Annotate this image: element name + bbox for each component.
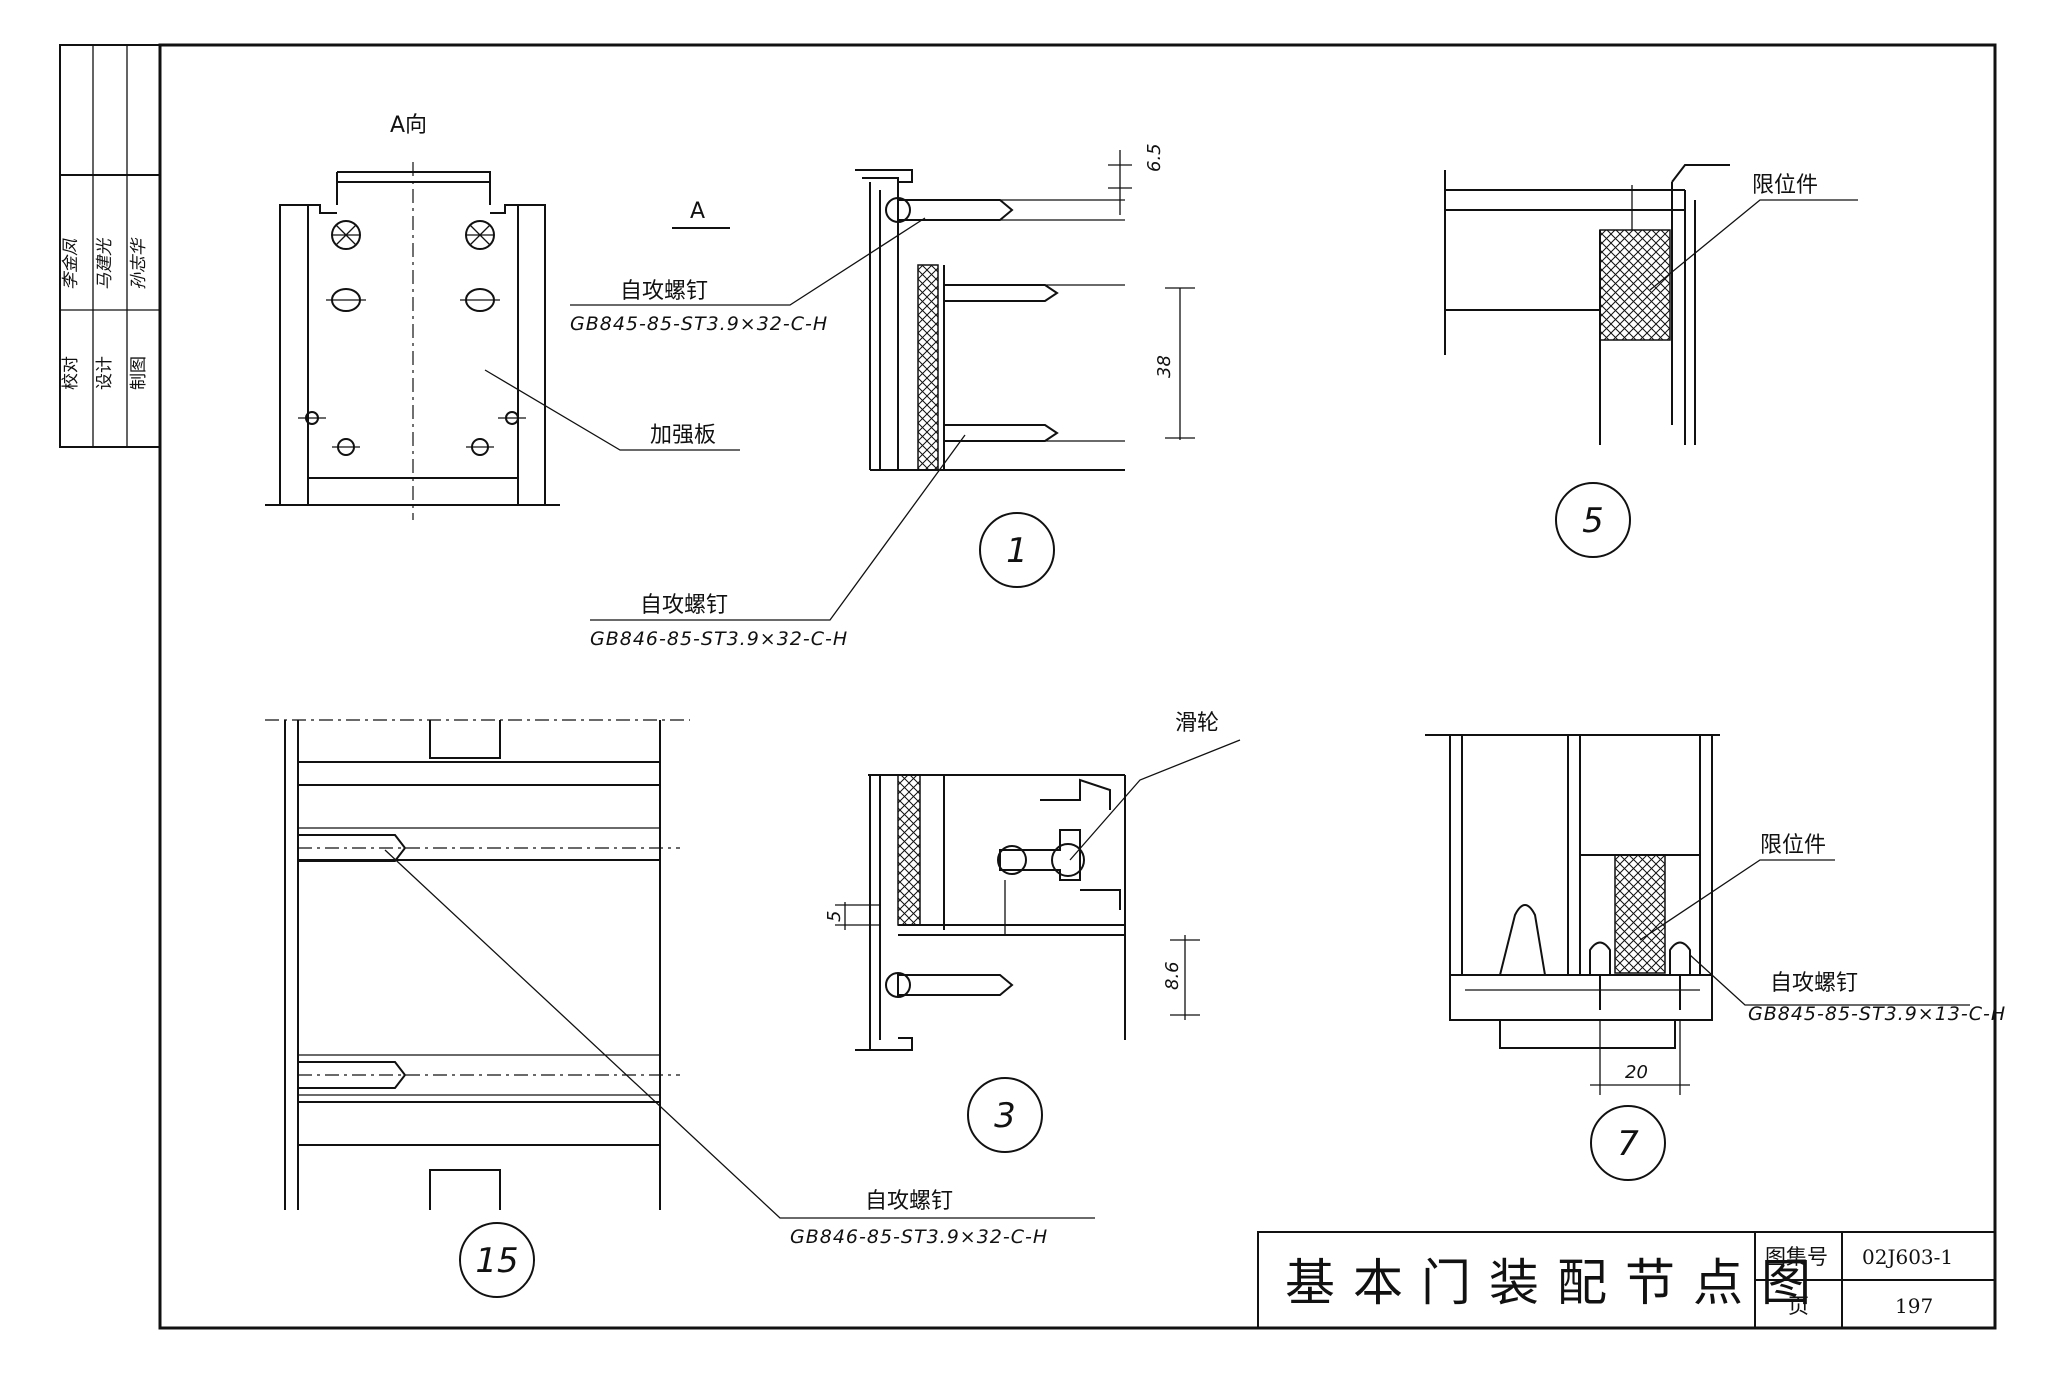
signature-drafter: 孙志华 — [129, 237, 149, 290]
detail-7: 20 限位件 自攻螺钉 GB845-85-ST3.9×13-C-H 7 — [1425, 734, 2006, 1181]
stiffener-label: 加强板 — [650, 423, 716, 448]
dim-1-main: 38 — [1154, 355, 1175, 378]
fastener-holes — [298, 220, 526, 456]
role-drafter: 制图 — [129, 356, 149, 390]
screw-callout-1-name: 自攻螺钉 — [620, 279, 708, 304]
atlas-value: 02J603-1 — [1862, 1245, 1953, 1269]
page-value: 197 — [1895, 1294, 1933, 1318]
section-marker-a: A — [690, 199, 705, 224]
detail-1: 6.5 38 自攻螺钉 GB845-85-ST3.9×32-C-H 自攻螺钉 G… — [570, 143, 1195, 650]
detail-15-number: 15 — [475, 1241, 518, 1281]
view-a: A向 A 加强板 — [265, 113, 740, 520]
view-a-label: A向 — [390, 113, 427, 138]
atlas-label: 图集号 — [1765, 1245, 1828, 1269]
screw-callout-4-name: 自攻螺钉 — [865, 1189, 953, 1214]
dim-3-main: 8.6 — [1162, 961, 1183, 990]
limiter-7-label: 限位件 — [1760, 833, 1826, 858]
detail-15: 自攻螺钉 GB846-85-ST3.9×32-C-H 15 — [265, 719, 1095, 1298]
signature-checker: 李金凤 — [61, 238, 81, 290]
screw-callout-2-name: 自攻螺钉 — [640, 593, 728, 618]
drawing-title: 基本门装配节点图 — [1285, 1254, 1829, 1312]
drawing-frame — [158, 43, 1997, 1330]
detail-3-bubble — [967, 1077, 1043, 1153]
pulley-label: 滑轮 — [1175, 711, 1219, 736]
dim-7-width: 20 — [1625, 1062, 1648, 1083]
dim-3-top: 5 — [824, 911, 845, 922]
screw-callout-4-spec: GB846-85-ST3.9×32-C-H — [790, 1226, 1048, 1248]
title-block: 基本门装配节点图 图集号 02J603-1 页 197 — [1257, 1231, 1996, 1329]
detail-3: 滑轮 5 8.6 3 — [824, 711, 1241, 1153]
detail-7-bubble — [1590, 1105, 1666, 1181]
screw-callout-3-name: 自攻螺钉 — [1770, 971, 1858, 996]
role-checker: 校对 — [61, 356, 81, 390]
role-designer: 设计 — [95, 356, 115, 390]
detail-15-bubble — [459, 1222, 535, 1298]
page-label: 页 — [1788, 1294, 1809, 1318]
detail-5: 限位件 5 — [1444, 164, 1858, 558]
screw-callout-1-spec: GB845-85-ST3.9×32-C-H — [570, 313, 828, 335]
detail-3-number: 3 — [994, 1096, 1016, 1136]
signature-designer: 马建光 — [95, 237, 115, 290]
screw-callout-3-spec: GB845-85-ST3.9×13-C-H — [1748, 1003, 2006, 1025]
approval-strip: 校对 设计 制图 李金凤 马建光 孙志华 — [59, 44, 161, 448]
detail-1-number: 1 — [1006, 531, 1028, 571]
detail-5-number: 5 — [1582, 501, 1604, 541]
detail-1-bubble — [979, 512, 1055, 588]
screw-callout-2-spec: GB846-85-ST3.9×32-C-H — [590, 628, 848, 650]
detail-7-number: 7 — [1617, 1124, 1639, 1164]
dim-1-top: 6.5 — [1144, 143, 1165, 172]
limiter-5-label: 限位件 — [1752, 173, 1818, 198]
detail-5-bubble — [1555, 482, 1631, 558]
